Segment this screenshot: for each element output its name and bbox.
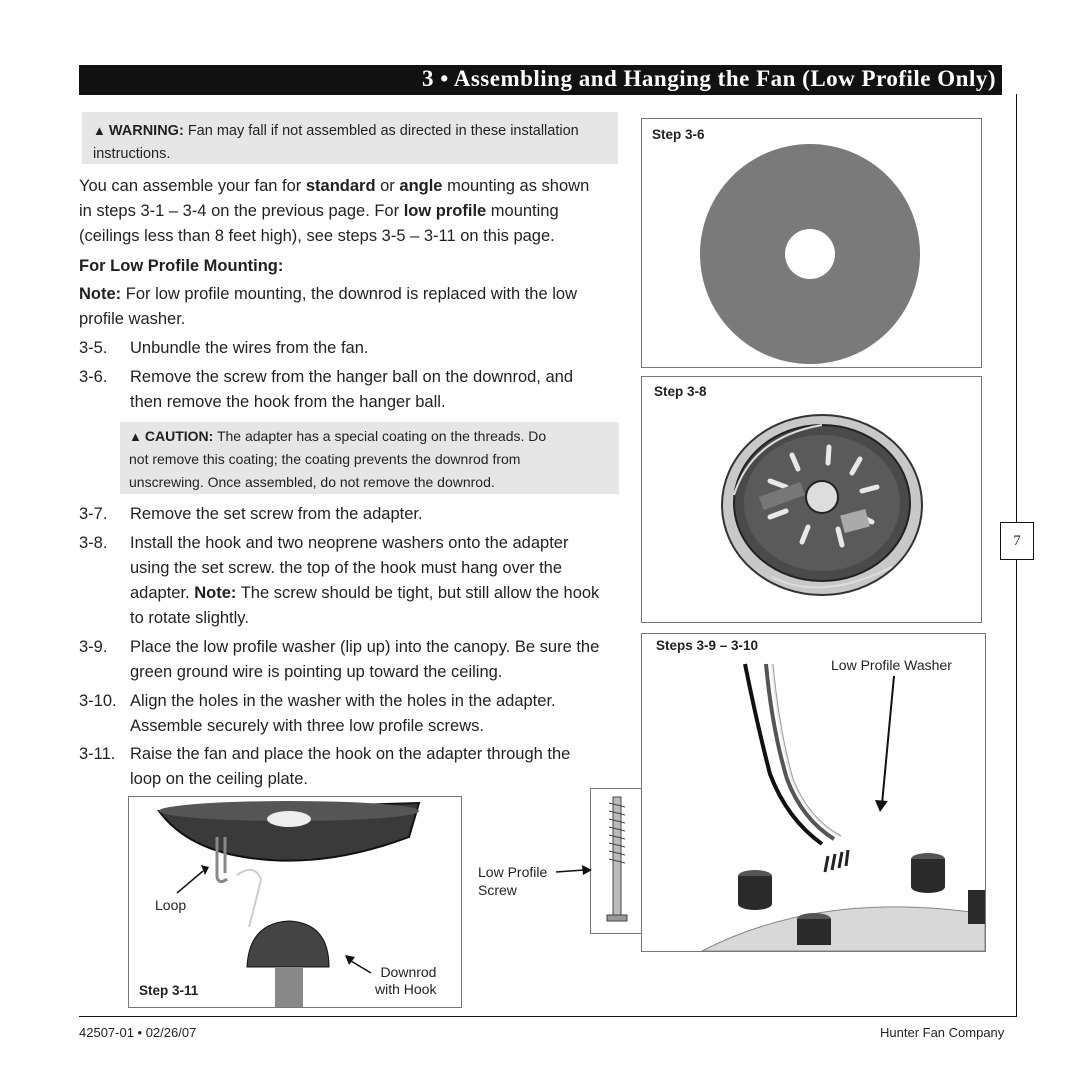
intro-text: mounting [486, 202, 559, 220]
footer-doc-id: 42507-01 • 02/26/07 [79, 1025, 197, 1040]
step-text: Remove the set screw from the adapter. [130, 505, 423, 523]
header-bar: 3 • Assembling and Hanging the Fan (Low … [79, 65, 1002, 95]
step-line: loop on the ceiling plate. [130, 770, 308, 788]
screw-callout-arrow [556, 865, 592, 875]
caution-triangle-icon: ▲ [129, 429, 142, 444]
step-number: 3-5. [79, 339, 108, 357]
step-number: 3-10. [79, 692, 117, 710]
step-text: Place the low profile washer (lip up) in… [130, 635, 599, 685]
step-text: Remove the screw from the hanger ball on… [130, 365, 573, 415]
step-number: 3-6. [79, 368, 108, 386]
low-profile-washer-callout: Low Profile Washer [831, 657, 952, 673]
callout-line: Screw [478, 882, 517, 898]
figure-step-3-11: Step 3-11 Loop Downrod with Hook [128, 796, 462, 1008]
intro-text: mounting as shown [442, 177, 590, 195]
note-text: For low profile mounting, the downrod is… [121, 285, 577, 303]
caution-line: The adapter has a special coating on the… [213, 428, 547, 444]
intro-angle: angle [399, 177, 443, 195]
step-line: to rotate slightly. [130, 609, 249, 627]
footer-company: Hunter Fan Company [880, 1025, 1005, 1040]
callout-line: with Hook [375, 981, 437, 997]
step-number: 3-11. [79, 745, 116, 763]
warning-body: Fan may fall if not assembled as directe… [93, 123, 579, 162]
figure-label: Step 3-6 [652, 127, 705, 142]
mounting-plate-illustration [721, 414, 923, 596]
step-number: 3-9. [79, 638, 108, 656]
intro-paragraph: You can assemble your fan for standard o… [79, 174, 639, 249]
caution-line: not remove this coating; the coating pre… [129, 451, 521, 467]
step-line: Align the holes in the washer with the h… [130, 692, 556, 710]
intro-text: in steps 3-1 – 3-4 on the previous page.… [79, 202, 404, 220]
warning-triangle-icon: ▲ [93, 123, 106, 138]
step-line: Raise the fan and place the hook on the … [130, 745, 571, 763]
step-number: 3-7. [79, 505, 108, 523]
canopy-wires-illustration [701, 663, 985, 951]
note-label: Note: [79, 285, 122, 303]
intro-text: (ceilings less than 8 feet high), see st… [79, 227, 555, 245]
step-text: Install the hook and two neoprene washer… [130, 531, 599, 631]
step-line: Assemble securely with three low profile… [130, 717, 484, 735]
intro-text: You can assemble your fan for [79, 177, 306, 195]
figure-label: Step 3-8 [654, 384, 707, 399]
step-note-label: Note: [194, 584, 237, 602]
step-line: Remove the screw from the hanger ball on… [130, 368, 574, 386]
caution-label: CAUTION: [144, 428, 214, 444]
callout-line: Low Profile [478, 864, 548, 880]
page-number-tab: 7 [1000, 522, 1034, 560]
downrod-callout: Downrod with Hook [375, 964, 436, 998]
step-text: Align the holes in the washer with the h… [130, 689, 556, 739]
figure-steps-3-9-3-10: Steps 3-9 – 3-10 Low Profile Washer [641, 633, 986, 952]
step-line: green ground wire is pointing up toward … [130, 663, 503, 681]
caution-box: ▲CAUTION: The adapter has a special coat… [120, 422, 619, 494]
figure-label: Step 3-11 [139, 983, 199, 998]
caution-line: unscrewing. Once assembled, do not remov… [129, 474, 495, 490]
step-line: using the set screw. the top of the hook… [130, 559, 563, 577]
step-line: The screw should be tight, but still all… [236, 584, 600, 602]
intro-standard: standard [305, 177, 376, 195]
subheading: For Low Profile Mounting: [79, 257, 284, 275]
figure-step-3-6: Step 3-6 [641, 118, 982, 368]
step-number: 3-8. [79, 534, 108, 552]
warning-box: ▲WARNING: Fan may fall if not assembled … [82, 112, 618, 164]
note-text: profile washer. [79, 310, 186, 328]
intro-low-profile: low profile [403, 202, 487, 220]
page-title: 3 • Assembling and Hanging the Fan (Low … [421, 66, 996, 91]
figure-label: Steps 3-9 – 3-10 [656, 638, 759, 653]
warning-label: WARNING: [108, 123, 184, 139]
low-profile-washer-illustration [700, 144, 920, 364]
step-line: adapter. [130, 584, 195, 602]
step-line: Place the low profile washer (lip up) in… [130, 638, 600, 656]
step-text: Unbundle the wires from the fan. [130, 339, 369, 357]
step-text: Raise the fan and place the hook on the … [130, 742, 570, 792]
low-profile-screw-illustration [606, 796, 628, 922]
loop-callout: Loop [155, 897, 187, 913]
frame-bottom-rule [79, 1016, 1017, 1017]
note-paragraph: Note: For low profile mounting, the down… [79, 282, 639, 332]
page-number: 7 [1013, 532, 1021, 549]
warning-text: ▲WARNING: Fan may fall if not assembled … [93, 119, 613, 166]
intro-text: or [375, 177, 400, 195]
callout-line: Downrod [380, 964, 437, 980]
caution-text: ▲CAUTION: The adapter has a special coat… [129, 425, 617, 494]
figure-step-3-8: Step 3-8 [641, 376, 982, 623]
low-profile-screw-callout: Low Profile Screw [478, 863, 547, 899]
figure-low-profile-screw [590, 788, 642, 934]
step-line: Install the hook and two neoprene washer… [130, 534, 569, 552]
step-line: then remove the hook from the hanger bal… [130, 393, 446, 411]
hanging-fan-illustration [157, 801, 421, 1007]
